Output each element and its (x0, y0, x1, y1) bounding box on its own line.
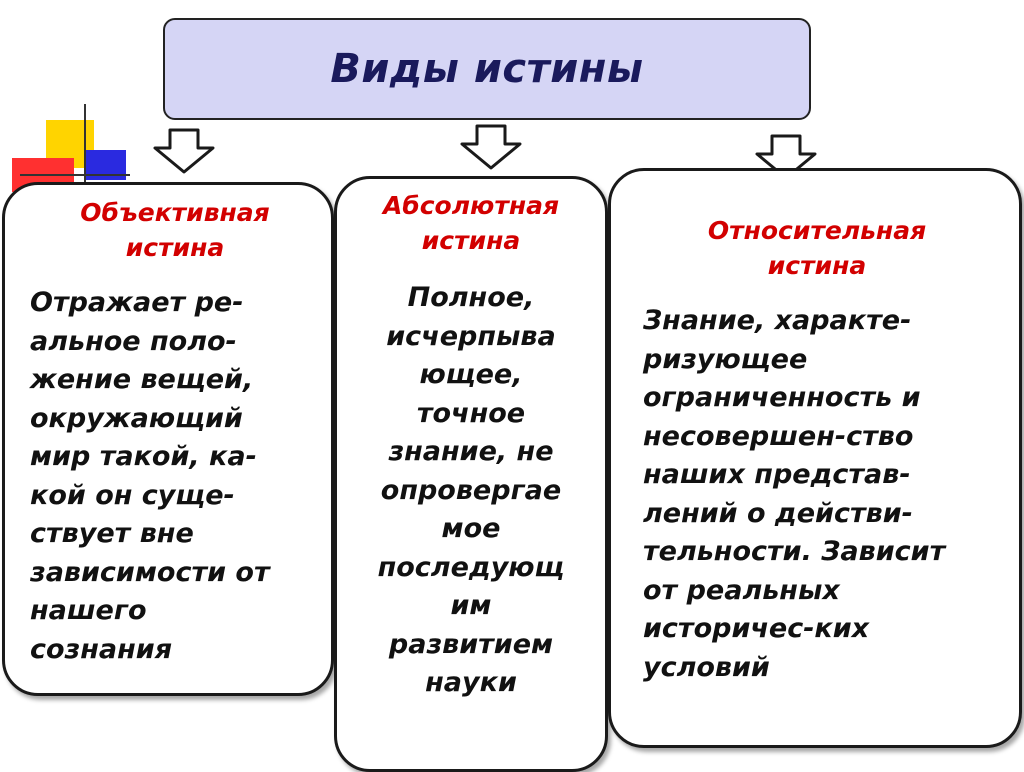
diagram-title: Виды истины (330, 46, 644, 92)
body-line: Знание, характе- (643, 305, 912, 336)
card-title-line: истина (767, 251, 867, 280)
card-objective-title: Объективная истина (30, 195, 320, 265)
card-relative-title: Относительная истина (616, 213, 1018, 283)
arrow-down-icon (460, 124, 522, 170)
body-line: зависимости от (30, 556, 270, 588)
card-absolute-title: Абсолютная истина (340, 188, 602, 258)
body-line: Полное, (407, 282, 535, 313)
body-line: Отражает ре- (30, 287, 244, 318)
body-line: ющее, (419, 359, 523, 390)
body-line: сознания (30, 633, 173, 665)
card-objective-truth (2, 182, 334, 696)
body-line: альное поло- (30, 325, 237, 357)
body-line: ризующее (643, 343, 808, 375)
body-line: опровергае (380, 474, 562, 506)
body-line: историчес-ких (643, 613, 870, 644)
body-line: кой он суще- (30, 479, 235, 511)
card-absolute-truth (334, 176, 608, 772)
card-relative-truth (608, 168, 1022, 748)
body-line: жение вещей, (30, 364, 254, 395)
body-line: мир такой, ка- (30, 441, 257, 472)
body-line: мое (441, 513, 501, 544)
body-line: ствует вне (30, 518, 194, 549)
body-line: знание, не (388, 436, 554, 467)
body-line: лений о действи- (643, 497, 913, 529)
title-box: Виды истины (163, 18, 811, 120)
body-line: наших представ- (643, 459, 911, 490)
body-line: несовершен-ство (643, 420, 914, 452)
card-relative-body: Знание, характе- ризующее ограниченность… (643, 302, 945, 687)
arrow-down-icon (755, 134, 817, 180)
body-line: тельности. Зависит (643, 536, 946, 567)
card-title-line: истина (421, 226, 521, 255)
body-line: им (450, 590, 492, 621)
card-title-line: истина (125, 233, 225, 262)
body-line: условий (643, 651, 770, 683)
body-line: развитием (388, 628, 554, 660)
decor-horizontal-line (20, 174, 130, 176)
body-line: нашего (30, 595, 147, 626)
body-line: последующ (377, 551, 565, 583)
body-line: окружающий (30, 402, 243, 434)
body-line: точное (416, 397, 526, 429)
body-line: от реальных (643, 574, 840, 606)
card-absolute-body: Полное, исчерпыва ющее, точное знание, н… (340, 279, 602, 703)
body-line: ограниченность и (643, 382, 921, 413)
card-title-line: Объективная (80, 198, 270, 227)
card-title-line: Относительная (707, 216, 927, 245)
arrow-down-icon (153, 128, 215, 174)
body-line: науки (425, 667, 517, 698)
body-line: исчерпыва (386, 320, 556, 352)
card-title-line: Абсолютная (382, 191, 560, 220)
decor-vertical-line (84, 104, 86, 184)
card-objective-body: Отражает ре- альное поло- жение вещей, о… (30, 284, 270, 669)
